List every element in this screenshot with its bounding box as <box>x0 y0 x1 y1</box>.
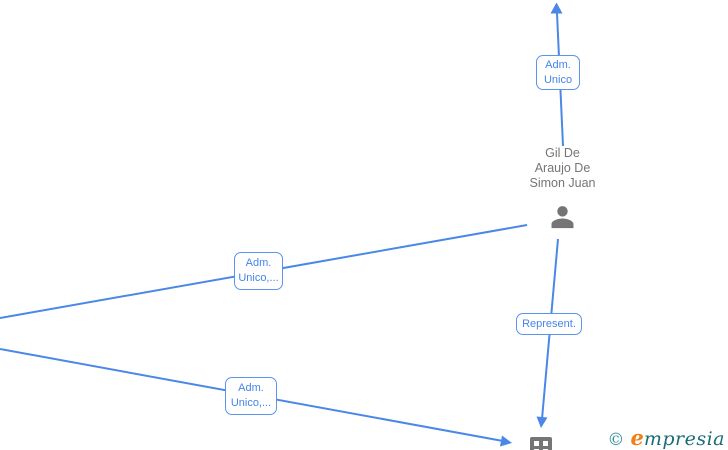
edge-label-line: Unico,... <box>230 397 272 409</box>
copyright-symbol: © <box>607 430 625 450</box>
edge-label-line: Adm. <box>245 257 272 269</box>
brand-initial: e <box>630 425 644 450</box>
person-node-name[interactable]: Gil De Araujo De Simon Juan <box>512 146 613 191</box>
edge-label-adm-unico-left-upper[interactable]: Adm. Unico,... <box>234 252 283 290</box>
edge-label-adm-unico-left-lower[interactable]: Adm. Unico,... <box>225 377 277 415</box>
edge-label-represent[interactable]: Represent. <box>516 313 582 335</box>
edge-label-line: Unico <box>543 73 573 86</box>
edge-label-line: Represent. <box>522 317 576 330</box>
arrow-down-icon <box>536 416 548 428</box>
edge-label-adm-unico-top[interactable]: Adm. Unico <box>536 55 580 90</box>
edge-label-line: Adm. <box>545 58 571 71</box>
person-name-line: Gil De <box>545 146 580 160</box>
edge-label-line: Unico,... <box>238 272 279 284</box>
brand-name: mpresia <box>643 428 725 450</box>
person-icon[interactable] <box>546 201 579 237</box>
person-name-line: Simon Juan <box>529 176 596 190</box>
empresia-watermark: © empresia <box>607 425 725 450</box>
building-icon[interactable] <box>530 437 552 450</box>
edge-label-line: Adm. <box>238 382 264 394</box>
person-name-line: Araujo De <box>534 161 591 175</box>
arrow-up-icon <box>550 2 563 14</box>
arrow-right-icon <box>500 435 512 447</box>
